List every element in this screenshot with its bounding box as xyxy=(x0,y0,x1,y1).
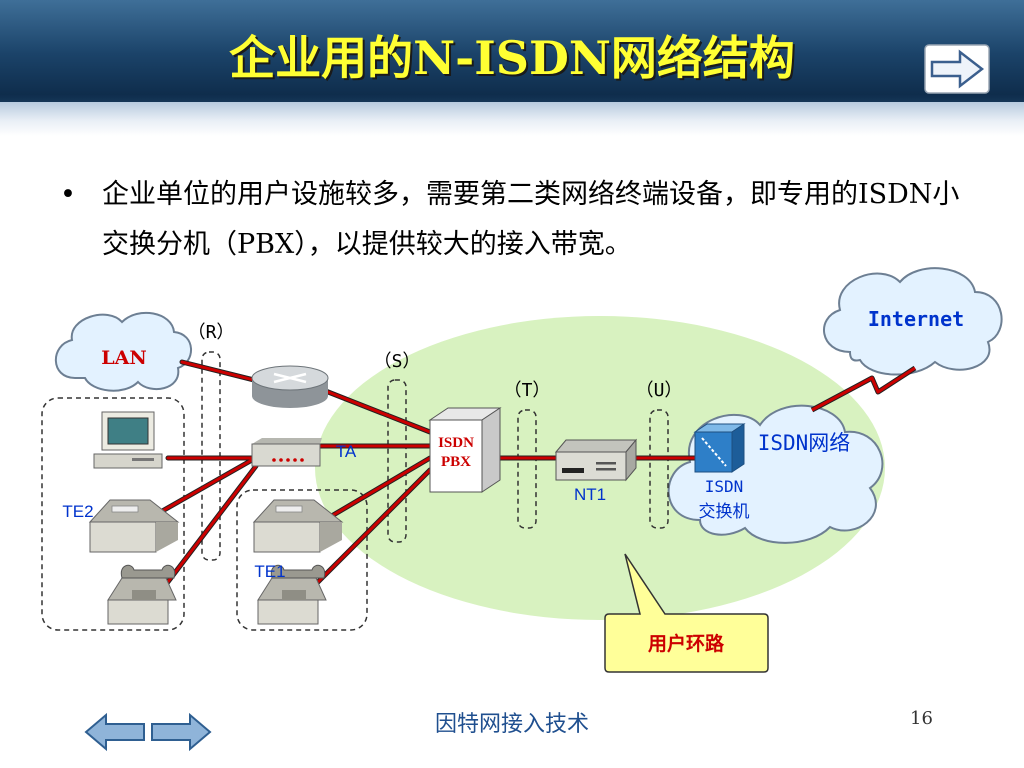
ta-label: TA xyxy=(336,442,357,461)
page-number: 16 xyxy=(910,708,933,729)
ref-u-box xyxy=(649,409,669,529)
ref-t-label: （T） xyxy=(504,380,551,401)
slide-title: 企业用的N-ISDN网络结构 xyxy=(229,31,795,85)
ref-t-box xyxy=(517,409,537,529)
pbx-label-line2: PBX xyxy=(441,454,471,470)
te1-group-box xyxy=(236,489,368,631)
ref-s-label: （S） xyxy=(374,351,421,372)
switch-label-line2: 交换机 xyxy=(699,502,750,522)
te2-group-box xyxy=(41,397,185,631)
internet-label: Internet xyxy=(868,307,964,331)
isdn-network-label: ISDN网络 xyxy=(758,431,851,455)
arrow-right-icon xyxy=(924,44,990,94)
forward-slide-button[interactable] xyxy=(150,712,212,752)
ref-u-label: （U） xyxy=(636,380,683,401)
next-slide-button[interactable] xyxy=(924,44,990,94)
nt1-label: NT1 xyxy=(574,485,606,504)
bullet-point: • 企业单位的用户设施较多，需要第二类网络终端设备，即专用的ISDN小交换分机（… xyxy=(60,170,960,270)
header-band xyxy=(0,102,1024,136)
footer-text: 因特网接入技术 xyxy=(434,712,589,737)
isdn-internet-link xyxy=(810,365,917,413)
phone-icon xyxy=(107,564,177,625)
previous-slide-button[interactable] xyxy=(84,712,146,752)
bullet-text: 企业单位的用户设施较多，需要第二类网络终端设备，即专用的ISDN小交换分机（PB… xyxy=(102,179,960,260)
lan-cloud xyxy=(54,312,192,392)
fax-icon xyxy=(88,499,180,553)
pbx-label-line1: ISDN xyxy=(438,435,474,451)
internet-cloud xyxy=(823,267,1003,376)
ta-device-icon xyxy=(251,438,322,467)
arrow-right-icon xyxy=(151,712,212,752)
te2-label: TE2 xyxy=(62,502,93,521)
ref-r-label: （R） xyxy=(188,322,235,343)
nt1-device-icon xyxy=(554,438,638,482)
te1-label: TE1 xyxy=(254,562,285,581)
router-icon xyxy=(251,365,329,408)
arrow-left-icon xyxy=(84,712,145,752)
bullet-dot: • xyxy=(60,179,76,210)
callout-label: 用户环路 xyxy=(648,632,725,655)
pbx-device-icon xyxy=(428,407,502,493)
lan-label: LAN xyxy=(101,347,146,369)
isdn-switch-icon xyxy=(693,423,746,473)
user-loop-callout xyxy=(604,553,769,673)
computer-icon xyxy=(93,411,163,469)
phone-icon xyxy=(257,564,327,625)
ref-s-box xyxy=(387,379,407,543)
switch-label-line1: ISDN xyxy=(705,477,744,496)
fax-icon xyxy=(252,499,344,553)
